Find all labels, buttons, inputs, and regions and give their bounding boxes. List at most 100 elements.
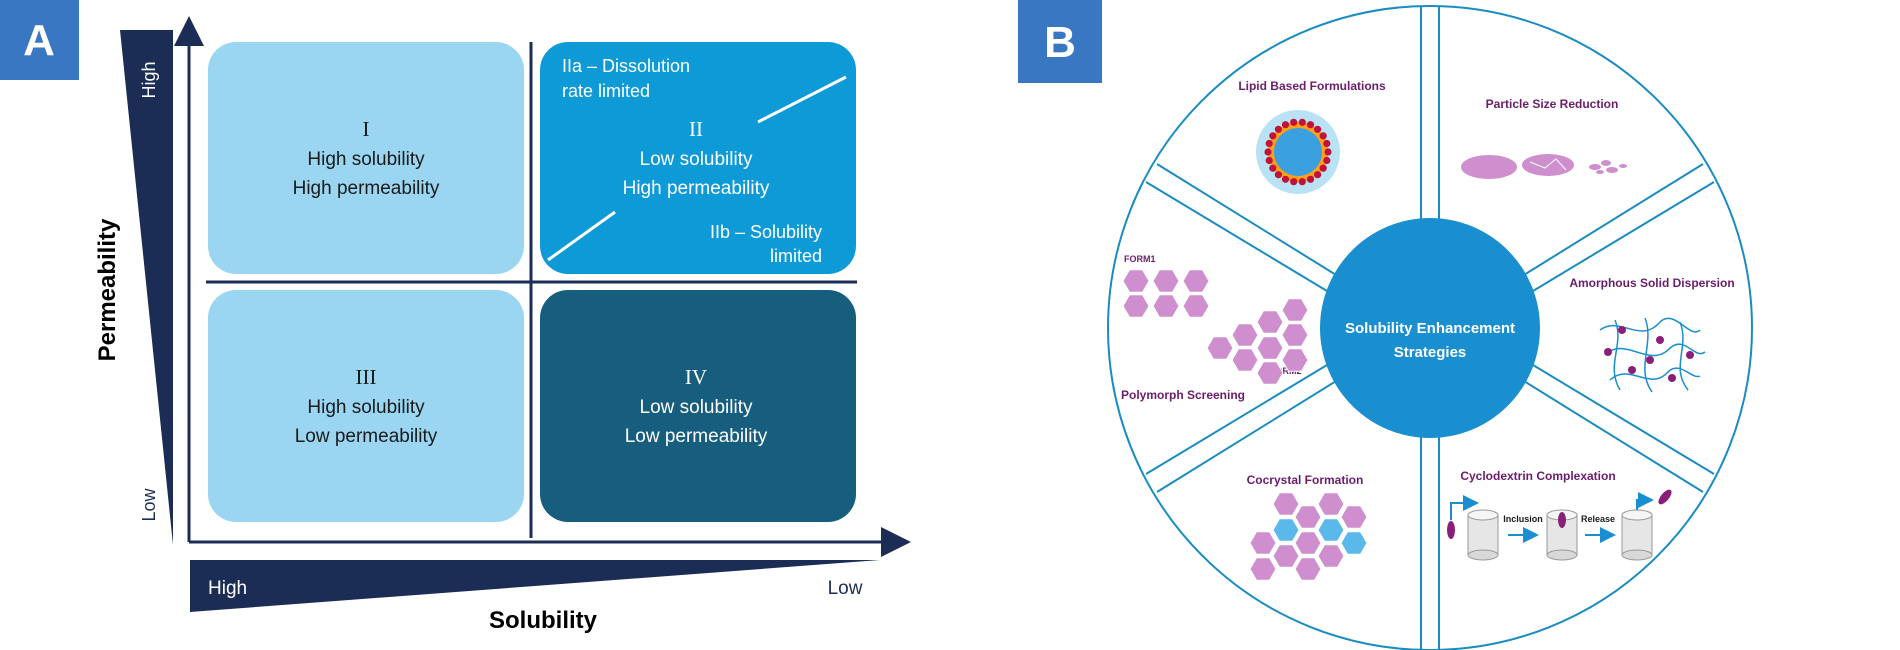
panel-b-badge [1018,0,1102,83]
release-label: Release [1581,514,1615,524]
polymorph-label: Polymorph Screening [1121,388,1245,402]
host-cylinder-2-icon [1546,509,1578,561]
particle-fragments-icon [1589,160,1627,174]
form1-hex-icon [1152,269,1180,293]
host-cylinder-1-icon [1467,509,1499,561]
cocrystal-hex-icon [1272,518,1300,542]
lipid-head-icon [1314,171,1322,179]
bcs-class-4: IV Low solubility Low permeability [540,290,856,522]
class-2-line2: High permeability [623,178,770,199]
permeability-wedge [120,30,173,545]
lipid-head-icon [1306,175,1315,183]
lipid-head-icon [1265,139,1273,148]
segment-polymorph: Polymorph Screening FORM1 FORM2 [1121,254,1309,402]
cocrystal-hex-icon [1317,518,1345,542]
class-2a-line2: rate limited [562,81,650,101]
polymer-network-icon [1599,317,1706,393]
cocrystal-hex-icon [1317,492,1345,516]
form1-hex-icon [1182,269,1210,293]
liposome-heads [1264,118,1332,186]
form2-lattice-icon [1206,298,1309,385]
segment-amorphous-dispersion: Amorphous Solid Dispersion [1569,276,1735,393]
host-cylinder-3-icon [1621,509,1653,561]
class-3-numeral: III [356,365,377,389]
class-2-box [540,42,856,274]
solubility-wedge [190,560,880,612]
form2-hex-icon [1256,336,1284,360]
cocrystal-hex-icon [1294,557,1322,581]
lipid-head-icon [1290,178,1298,186]
inclusion-label: Inclusion [1503,514,1543,524]
bcs-class-1: I High solubility High permeability [208,42,524,274]
lipid-head-icon [1323,139,1331,148]
lipid-head-icon [1290,118,1298,126]
class-4-numeral: IV [685,365,707,389]
amorphous-dispersion-label: Amorphous Solid Dispersion [1569,276,1734,290]
class-2b-line1: IIb – Solubility [710,222,822,242]
form1-lattice-icon [1122,269,1210,318]
center-title-line1: Solubility Enhancement [1345,320,1515,337]
cocrystal-label: Cocrystal Formation [1247,473,1364,487]
form1-hex-icon [1152,294,1180,318]
form1-label: FORM1 [1124,254,1156,264]
panel-b-badge-label: B [1044,18,1076,67]
wheel-spokes [1145,6,1715,650]
lipid-head-icon [1269,132,1277,140]
cocrystal-hex-icon [1249,557,1277,581]
lipid-head-icon [1274,125,1282,133]
bcs-class-2: IIa – Dissolution rate limited II Low so… [540,42,856,274]
form1-hex-icon [1122,294,1150,318]
segment-particle-size: Particle Size Reduction [1461,97,1627,179]
cocrystal-hex-icon [1294,531,1322,555]
class-1-numeral: I [363,117,370,141]
released-molecule-icon [1658,489,1672,505]
liposome-inner [1274,128,1322,176]
class-3-box [208,290,524,522]
cocrystal-hex-icon [1249,531,1277,555]
lipid-head-icon [1274,171,1282,179]
form2-hex-icon [1281,298,1309,322]
panel-a: A High Low Permeability High Low Solubil… [0,0,911,634]
exit-arrow-icon [1636,492,1654,510]
class-3-line1: High solubility [307,397,425,418]
solubility-axis-title: Solubility [489,607,598,634]
permeability-low-label: Low [139,487,159,521]
form2-hex-icon [1231,348,1259,372]
lipid-head-icon [1324,148,1332,156]
form2-hex-icon [1256,310,1284,334]
class-3-line2: Low permeability [295,426,438,447]
cocrystal-hex-icon [1340,505,1368,529]
segment-cyclodextrin: Cyclodextrin Complexation Inclusion Rele… [1447,469,1672,561]
class-2-numeral: II [689,117,703,141]
lipid-head-icon [1319,132,1327,140]
class-4-line2: Low permeability [625,426,768,447]
class-2a-line1: IIa – Dissolution [562,56,690,76]
class-2-slash-upper [757,75,847,124]
lipid-head-icon [1298,178,1306,186]
particle-size-label: Particle Size Reduction [1486,97,1619,111]
solubility-low-label: Low [828,578,863,599]
lipid-head-icon [1281,175,1290,183]
bcs-class-3: III High solubility Low permeability [208,290,524,522]
form2-hex-icon [1231,323,1259,347]
wheel-center [1320,218,1540,438]
cocrystal-hex-icon [1294,505,1322,529]
form2-hex-icon [1281,348,1309,372]
guest-molecule-icon [1447,521,1455,539]
form2-label: FORM2 [1270,366,1302,376]
panel-a-badge [0,0,79,80]
segment-cocrystal: Cocrystal Formation [1247,473,1368,581]
lipid-head-icon [1264,148,1272,156]
lipid-formulations-label: Lipid Based Formulations [1238,79,1386,93]
lipid-head-icon [1306,121,1315,129]
cocrystal-hex-icon [1272,544,1300,568]
drug-molecules-icon [1604,326,1694,382]
form2-hex-icon [1206,336,1234,360]
lipid-head-icon [1319,164,1327,172]
cocrystal-hex-icon [1272,492,1300,516]
panel-b: B Solubility Enhancement Strategies Lipi… [1018,0,1753,650]
class-1-line2: High permeability [293,178,440,199]
cyclodextrin-label: Cyclodextrin Complexation [1460,469,1615,483]
form1-hex-icon [1122,269,1150,293]
lipid-head-icon [1314,125,1322,133]
